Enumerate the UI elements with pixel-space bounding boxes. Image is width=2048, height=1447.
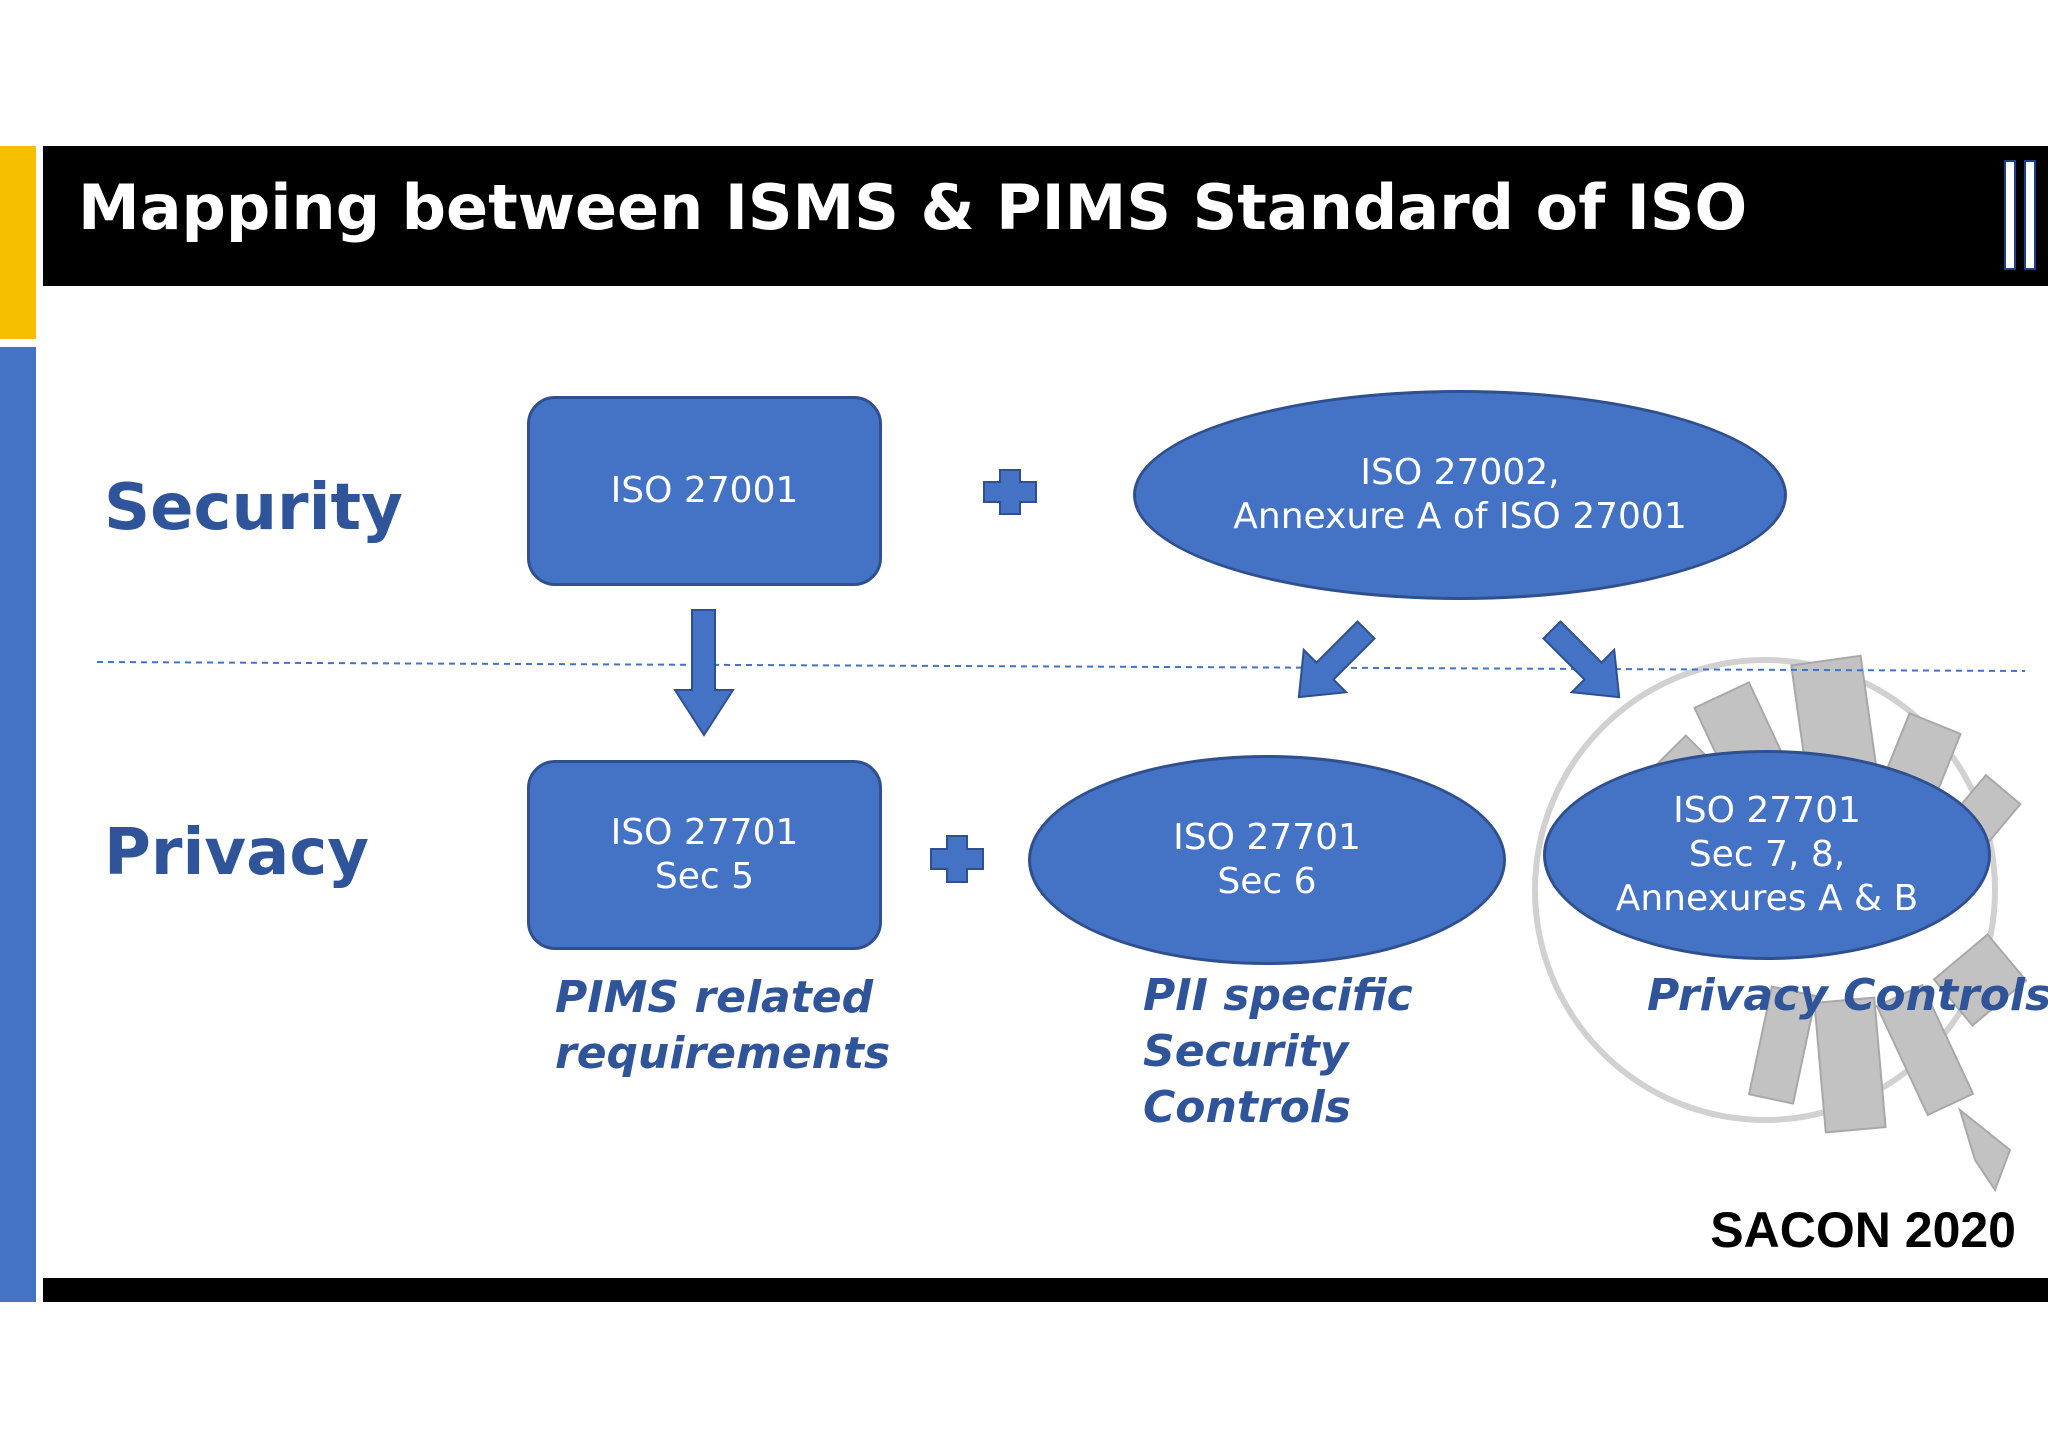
- arrow-icon: [1542, 620, 1621, 699]
- caption-line: PII specific: [1143, 970, 1413, 1021]
- plus-icon: [983, 469, 1037, 515]
- node-line: Sec 5: [654, 856, 755, 897]
- pii-caption: PII specific Security Controls: [1143, 968, 1413, 1136]
- caption-line: Security: [1143, 1026, 1349, 1077]
- pims-caption: PIMS related requirements: [555, 970, 890, 1082]
- security-row-label: Security: [104, 471, 403, 545]
- logo-bars-icon: [2004, 160, 2038, 270]
- caption-line: requirements: [555, 1028, 891, 1079]
- arrow-icon: [673, 609, 735, 737]
- iso-27701-sec5-box: ISO 27701 Sec 5: [527, 760, 882, 950]
- bottom-bar: [43, 1278, 2048, 1302]
- node-line: ISO 27701: [1673, 790, 1861, 831]
- node-line: ISO 27001: [610, 470, 799, 511]
- node-line: Sec 7, 8,: [1688, 834, 1846, 875]
- iso-27701-sec78-ellipse: ISO 27701 Sec 7, 8, Annexures A & B: [1543, 750, 1991, 960]
- title-bar: Mapping between ISMS & PIMS Standard of …: [43, 146, 2048, 286]
- plus-icon: [930, 835, 984, 883]
- node-line: ISO 27701: [610, 812, 799, 853]
- section-divider: [96, 661, 2026, 672]
- privacy-caption: Privacy Controls: [1647, 968, 2048, 1024]
- privacy-row-label: Privacy: [104, 816, 369, 890]
- node-line: ISO 27701: [1173, 817, 1361, 858]
- iso-27002-ellipse: ISO 27002, Annexure A of ISO 27001: [1133, 390, 1787, 600]
- footer-brand: SACON 2020: [1710, 1202, 2016, 1258]
- caption-line: PIMS related: [555, 972, 874, 1023]
- accent-bar-blue: [0, 347, 36, 1302]
- caption-line: Privacy Controls: [1647, 970, 2048, 1021]
- node-line: Sec 6: [1217, 861, 1317, 902]
- arrow-icon: [1297, 620, 1376, 699]
- iso-27001-box: ISO 27001: [527, 396, 882, 586]
- iso-27701-sec6-ellipse: ISO 27701 Sec 6: [1028, 755, 1506, 965]
- slide-title: Mapping between ISMS & PIMS Standard of …: [78, 171, 1748, 244]
- accent-bar-yellow: [0, 146, 36, 339]
- node-line: Annexures A & B: [1615, 878, 1919, 919]
- node-line: Annexure A of ISO 27001: [1233, 496, 1687, 537]
- node-line: ISO 27002,: [1360, 452, 1560, 493]
- caption-line: Controls: [1143, 1082, 1352, 1133]
